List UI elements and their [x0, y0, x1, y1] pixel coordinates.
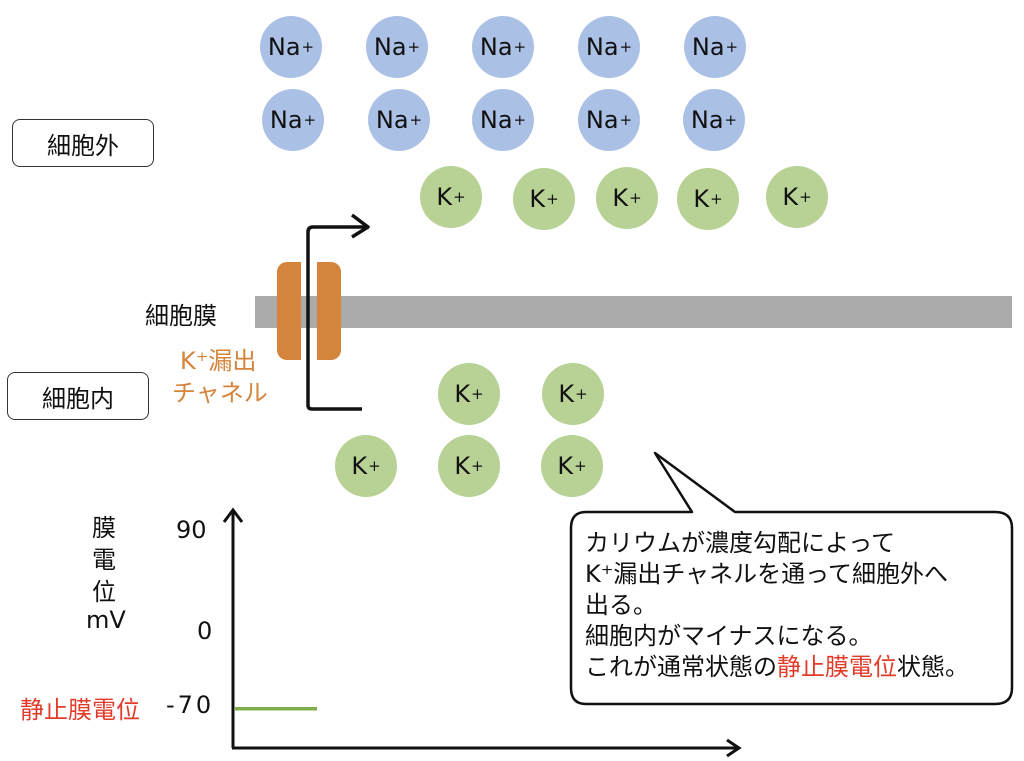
callout-line-last: これが通常状態の静止膜電位状態。	[585, 652, 969, 683]
k-leak-channel-right	[317, 262, 341, 360]
na-ion: Na+	[578, 16, 640, 78]
na-ion: Na+	[262, 89, 324, 151]
callout-line: K⁺漏出チャネルを通って細胞外へ	[585, 560, 948, 588]
na-ion: Na+	[260, 16, 322, 78]
callout-line: 細胞内がマイナスになる。	[585, 622, 873, 650]
x-axis-arrowhead	[726, 738, 742, 758]
na-ion: Na+	[472, 16, 534, 78]
callout-text: カリウムが濃度勾配によって K⁺漏出チャネルを通って細胞外へ 出る。 細胞内がマ…	[585, 528, 969, 683]
callout-suffix: 状態。	[897, 653, 969, 681]
efflux-arrow	[306, 225, 365, 411]
channel-label-line2: チャネル	[172, 379, 268, 407]
k-ion: K+	[766, 166, 828, 228]
k-ion: K+	[438, 363, 500, 425]
y-tick-label: 90	[176, 516, 207, 544]
k-leak-channel-left	[277, 262, 301, 360]
membrane-label: 細胞膜	[145, 302, 217, 330]
na-ion: Na+	[578, 89, 640, 151]
y-tick-label: 0	[197, 617, 213, 645]
na-ion: Na+	[366, 16, 428, 78]
k-ion: K+	[513, 168, 575, 230]
na-ion: Na+	[472, 89, 534, 151]
k-ion: K+	[596, 167, 658, 229]
y-axis-label-char: 電	[92, 546, 116, 574]
cell-membrane	[255, 296, 1012, 328]
na-ion: Na+	[368, 89, 430, 151]
y-axis-arrowhead	[222, 507, 244, 523]
resting-potential-annotation: 静止膜電位	[20, 696, 140, 724]
extracellular-label: 細胞外	[12, 119, 154, 167]
y-tick-label: -70	[166, 691, 215, 719]
na-ion: Na+	[684, 16, 746, 78]
efflux-arrowhead	[350, 213, 370, 239]
k-ion: K+	[438, 435, 500, 497]
k-ion: K+	[542, 363, 604, 425]
k-ion: K+	[335, 435, 397, 497]
y-axis-label-char: 膜	[92, 514, 116, 542]
callout-line: カリウムが濃度勾配によって	[585, 529, 896, 557]
callout-line: 出る。	[585, 591, 657, 619]
k-ion: K+	[420, 166, 482, 228]
intracellular-label: 細胞内	[7, 372, 149, 420]
k-ion: K+	[541, 435, 603, 497]
callout-highlight: 静止膜電位	[777, 653, 897, 681]
y-axis-unit: mV	[86, 606, 126, 634]
callout-bubble	[569, 451, 1014, 706]
k-ion: K+	[677, 168, 739, 230]
callout-prefix: これが通常状態の	[585, 653, 777, 681]
y-axis-label-char: 位	[92, 578, 116, 606]
na-ion: Na+	[683, 89, 745, 151]
channel-label-line1: K⁺漏出	[180, 347, 257, 375]
